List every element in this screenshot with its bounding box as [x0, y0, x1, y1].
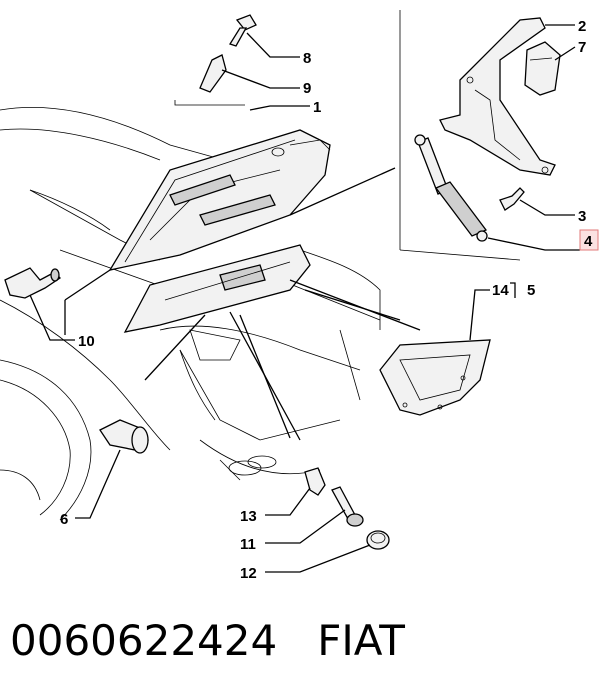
callout-5: 5 [527, 282, 535, 299]
callout-4: 4 [584, 233, 593, 250]
callout-7: 7 [578, 39, 586, 56]
callout-14: 14 [492, 282, 509, 299]
callout-13: 13 [240, 508, 257, 525]
screw-part-3 [499, 187, 525, 211]
callout-2: 2 [578, 18, 586, 35]
bolt-part-11 [331, 486, 364, 527]
part-number: 0060622424 [10, 615, 278, 665]
callout-6: 6 [60, 511, 68, 528]
callout-10: 10 [78, 333, 95, 350]
rubber-stop-part-10 [4, 267, 61, 299]
callout-8: 8 [303, 50, 311, 67]
trim-panel-part-14 [123, 244, 311, 333]
callout-1: 1 [313, 99, 321, 116]
part-info-footer: 0060622424 FIAT [10, 600, 590, 680]
hinge-part-2 [439, 17, 556, 176]
bump-stop-part-7 [524, 41, 561, 96]
callout-12: 12 [240, 565, 257, 582]
screw-part-8 [229, 14, 257, 47]
brand-name: FIAT [317, 615, 405, 665]
gas-strut-part-4 [414, 134, 488, 242]
cap-part-12 [366, 530, 390, 550]
lock-plate-part-5 [379, 339, 491, 416]
trunk-lid-part-1 [108, 129, 331, 271]
plug-part-6 [99, 419, 149, 454]
car-body-outline [0, 107, 381, 521]
callout-9: 9 [303, 80, 311, 97]
callout-3: 3 [578, 208, 586, 225]
callout-4-highlight [579, 229, 599, 251]
pin-part-9 [199, 54, 227, 93]
exploded-parts-diagram: 8 9 1 2 7 3 4 14 5 10 6 13 11 12 [0, 10, 599, 582]
callout-11: 11 [240, 536, 256, 553]
